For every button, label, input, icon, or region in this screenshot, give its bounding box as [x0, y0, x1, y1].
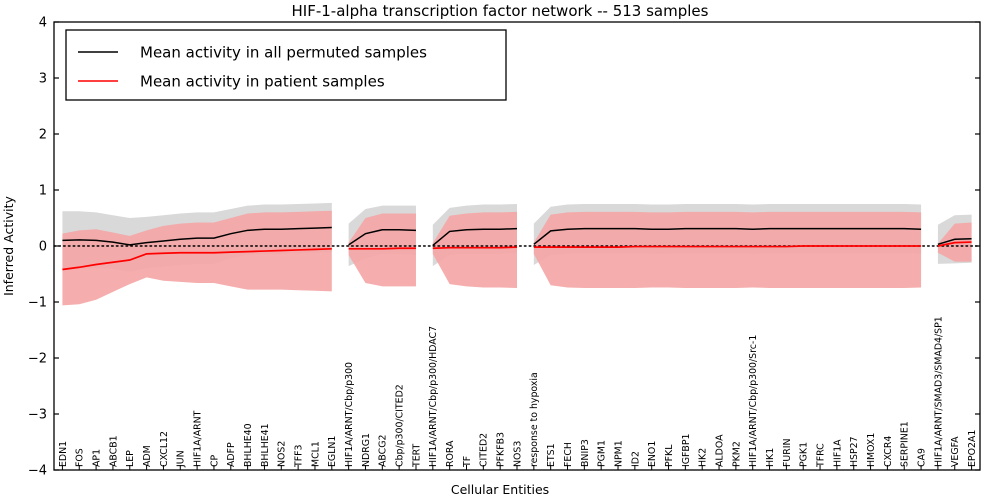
x-tick-label: BNIP3 — [580, 439, 591, 467]
x-tick-label: RORA — [445, 440, 456, 467]
x-tick-label: HIF1A — [832, 439, 843, 467]
x-tick-label: HIF1A/ARNT/SMAD3/SMAD4/SP1 — [933, 316, 944, 467]
x-tick-label: EDN1 — [58, 441, 69, 467]
x-tick-label: CA9 — [916, 448, 927, 467]
x-tick-label: Cbp/p300/CITED2 — [395, 384, 406, 467]
x-tick-label: HK1 — [765, 448, 776, 467]
x-tick-label: ADM — [142, 445, 153, 467]
x-tick-label: CP — [209, 454, 220, 467]
x-tick-label: PKM2 — [731, 441, 742, 467]
x-tick-label: TF — [462, 456, 473, 468]
legend-box[interactable] — [65, 29, 507, 101]
series-line — [348, 229, 417, 246]
series-line — [937, 241, 972, 247]
y-tick-label: 1 — [39, 184, 47, 199]
x-tick-label: HIF1A/ARNT/Cbp/p300/Src-1 — [748, 335, 759, 467]
x-tick-label: BHLHE40 — [243, 423, 254, 467]
x-tick-label: FURIN — [782, 438, 793, 467]
x-tick-label: BHLHE41 — [260, 423, 271, 467]
x-tick-label: TERT — [411, 444, 422, 468]
y-tick-label: −1 — [28, 296, 47, 311]
x-tick-label: PGM1 — [597, 440, 608, 467]
series-line — [62, 226, 332, 246]
x-tick-label: response to hypoxia — [529, 372, 540, 467]
x-tick-label: EGLN1 — [327, 436, 338, 467]
x-tick-label: TFRC — [815, 443, 826, 468]
confidence-bands — [62, 202, 972, 306]
x-tick-label: HIF1A/ARNT/Cbp/p300/HDAC7 — [428, 326, 439, 467]
y-tick-label: −4 — [28, 464, 47, 479]
y-tick-label: 3 — [39, 72, 47, 87]
x-tick-label: HIF1A/ARNT/Cbp/p300 — [344, 362, 355, 467]
series-line — [533, 227, 922, 245]
x-tick-label: PFKL — [664, 444, 675, 467]
x-tick-label: TFF3 — [294, 444, 305, 468]
x-tick-label: CXCL12 — [159, 431, 170, 467]
y-tick-label: 2 — [39, 128, 47, 143]
x-tick-label: IGFBP1 — [681, 433, 692, 467]
series-lines — [62, 226, 972, 271]
band-area — [533, 211, 922, 288]
x-tick-label: ABCG2 — [378, 435, 389, 467]
x-axis-label: Cellular Entities — [451, 482, 549, 497]
series-line — [432, 227, 518, 247]
y-tick-label: −2 — [28, 352, 47, 367]
series-line — [62, 247, 332, 271]
x-tick-label: FOS — [75, 448, 86, 467]
x-tick-label: ID2 — [630, 451, 641, 467]
x-tick-label: NOS2 — [277, 441, 288, 467]
x-tick-label: NPM1 — [613, 440, 624, 467]
legend-label: Mean activity in all permuted samples — [140, 44, 427, 62]
x-tick-label: ENO1 — [647, 441, 658, 467]
y-tick-label: 0 — [39, 240, 47, 255]
band-area — [348, 213, 416, 287]
x-tick-label: ETS1 — [546, 443, 557, 467]
x-tick-label: ALDOA — [714, 434, 725, 467]
x-tick-label: PGK1 — [799, 442, 810, 467]
x-tick-label: ABCB1 — [108, 435, 119, 467]
y-tick-label: −3 — [28, 408, 47, 423]
x-tick-label: PFKFB3 — [496, 432, 507, 467]
x-tick-label: MCL1 — [310, 441, 321, 467]
x-tick-label: ADFP — [226, 442, 237, 467]
x-tick-label: AP1 — [91, 449, 102, 467]
x-tick-label: NDRG1 — [361, 433, 372, 467]
x-tick-label: HSP27 — [849, 436, 860, 467]
x-tick-label: HK2 — [698, 448, 709, 467]
y-tick-label: 4 — [39, 16, 47, 31]
x-tick-label: FECH — [563, 442, 574, 467]
x-tick-label: JUN — [176, 450, 187, 468]
x-tick-label: HMOX1 — [866, 433, 877, 467]
series-line — [937, 237, 972, 246]
band-area — [62, 210, 332, 306]
x-tick-label: CXCR4 — [883, 436, 894, 467]
x-tick-label: HIF1A/ARNT — [193, 410, 204, 467]
x-tick-label: SERPINE1 — [900, 421, 911, 467]
x-tick-label: EPO2A1 — [967, 430, 978, 467]
series-line — [348, 247, 416, 250]
y-axis-label: Inferred Activity — [1, 195, 16, 295]
series-line — [533, 245, 922, 248]
chart-title: HIF-1-alpha transcription factor network… — [292, 2, 709, 20]
x-tick-label: VEGFA — [950, 436, 961, 467]
x-tick-label: NOS3 — [512, 441, 523, 467]
series-line — [432, 246, 518, 250]
x-tick-label: CITED2 — [479, 433, 490, 467]
legend-label: Mean activity in patient samples — [140, 73, 385, 91]
chart-legend[interactable]: Mean activity in all permuted samplesMea… — [65, 29, 507, 101]
y-axis: −4 −3 −2 −1 0 1 2 3 4 — [28, 16, 980, 479]
x-tick-label: LEP — [125, 450, 136, 467]
